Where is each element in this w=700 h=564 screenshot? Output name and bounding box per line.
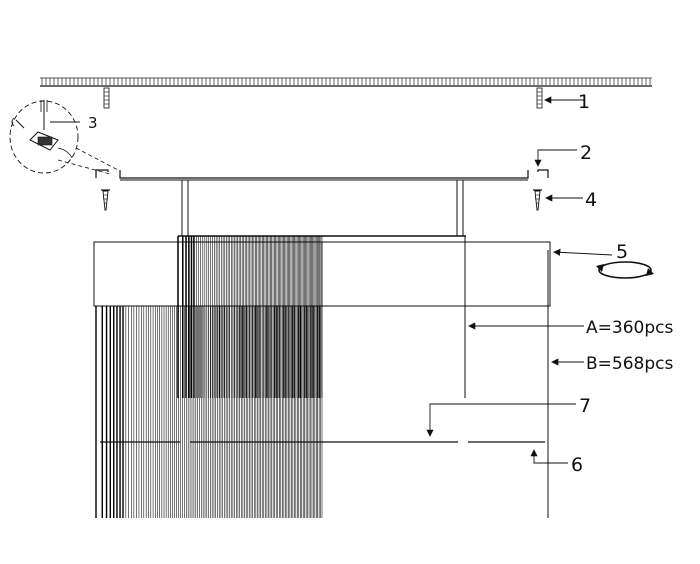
ceiling-anchor-right: [536, 87, 543, 109]
hanger-posts: [181, 179, 464, 237]
leader-6: [530, 449, 568, 464]
dimension-a-label: A=360pcs: [586, 318, 673, 338]
callout-6: 6: [571, 454, 583, 476]
dimension-b-label: B=568pcs: [586, 354, 673, 374]
ceiling-anchor-left: [103, 87, 110, 109]
callout-1: 1: [578, 91, 590, 113]
callout-4: 4: [585, 189, 597, 211]
callout-3: 3: [88, 114, 98, 132]
ceiling-hatch: [40, 77, 652, 85]
leader-5: [553, 248, 613, 256]
screw-icon-right: [533, 189, 542, 211]
callout-7: 7: [579, 395, 591, 417]
callout-2: 2: [580, 142, 592, 164]
top-track: [95, 169, 549, 181]
rotate-arrow-icon: [596, 261, 654, 279]
leader-2: [534, 149, 577, 167]
leader-7: [426, 403, 576, 437]
screw-icon: [101, 189, 110, 211]
bracket-detail-icon: [9, 100, 119, 175]
string-curtain-b: [95, 306, 323, 518]
callout-5: 5: [616, 241, 628, 263]
ceiling: [40, 77, 652, 87]
